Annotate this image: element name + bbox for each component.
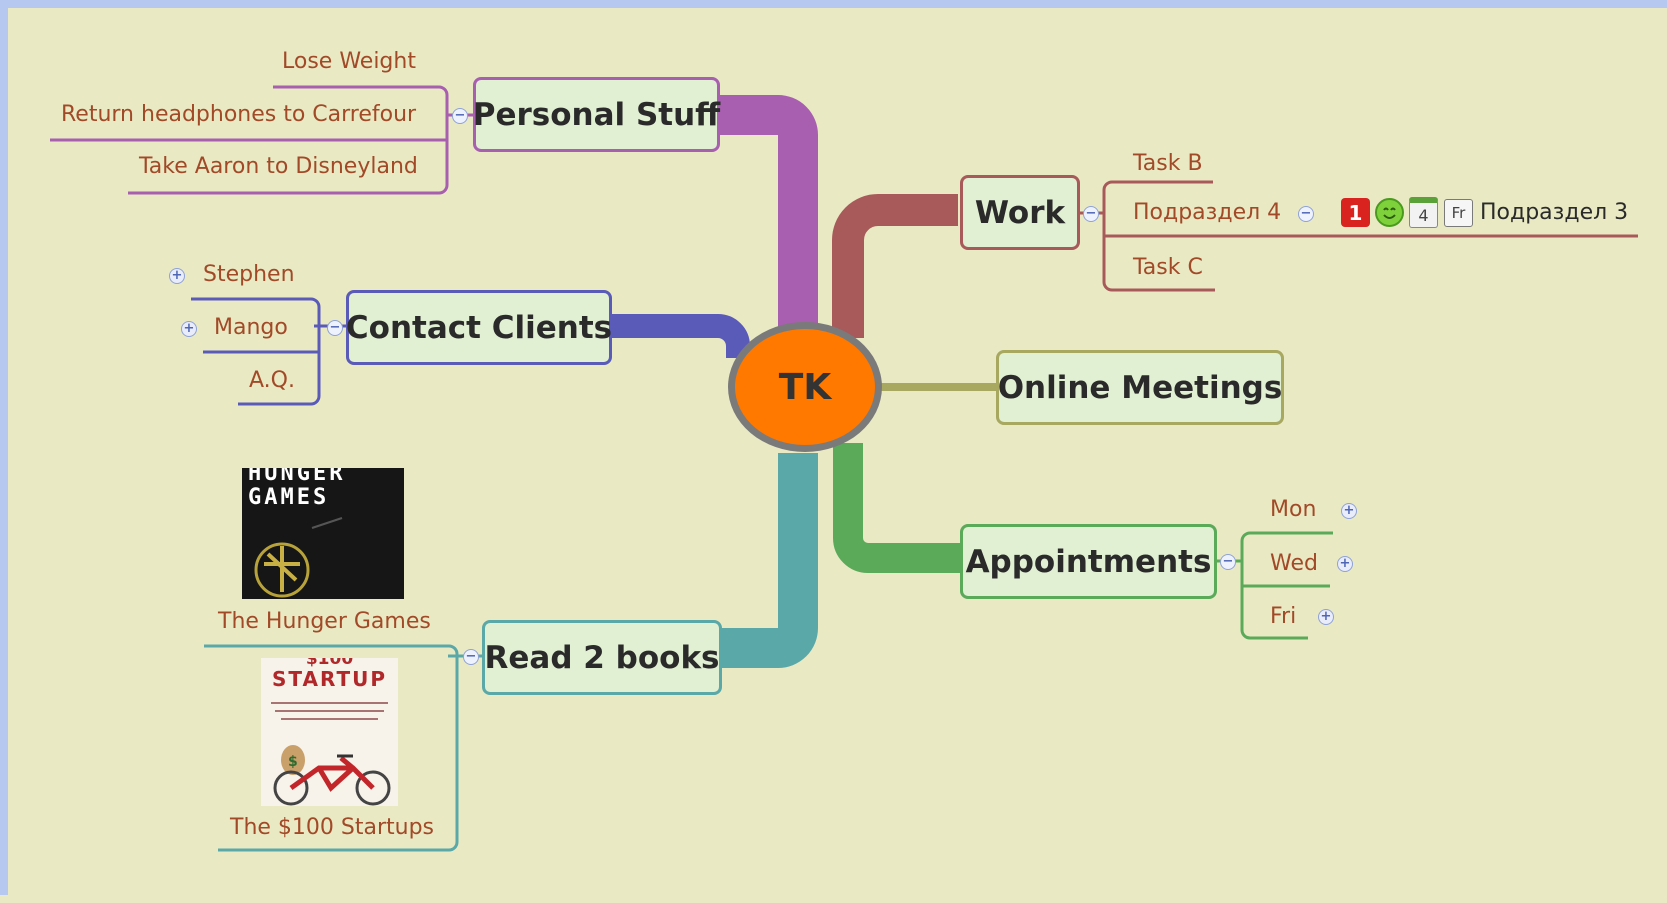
collapse-toggle-personal[interactable]: − <box>452 108 468 124</box>
subtopic-stephen[interactable]: Stephen <box>203 262 295 287</box>
subtopic-fri[interactable]: Fri <box>1270 604 1297 629</box>
subtopic-task-c[interactable]: Task C <box>1133 255 1203 280</box>
topic-appointments[interactable]: Appointments <box>960 524 1217 599</box>
subtopic-mango[interactable]: Mango <box>214 315 288 340</box>
hunger-games-cover-image <box>242 468 404 599</box>
subtopic-podrazdel-3[interactable]: Подраздел 3 <box>1480 200 1629 225</box>
topic-contact-clients[interactable]: Contact Clients <box>346 290 612 365</box>
collapse-toggle-work[interactable]: − <box>1083 206 1099 222</box>
branch-connector-appointments <box>833 443 960 573</box>
subtopic-hunger-games[interactable]: The Hunger Games <box>218 609 431 634</box>
subtopic-lose-weight[interactable]: Lose Weight <box>282 49 416 74</box>
topic-personal-stuff[interactable]: Personal Stuff <box>473 77 720 152</box>
collapse-toggle-appointments[interactable]: − <box>1220 554 1236 570</box>
collapse-toggle-clients[interactable]: − <box>327 320 343 336</box>
subtopic-podrazdel-4[interactable]: Подраздел 4 <box>1133 200 1282 225</box>
subtopic-100-startups[interactable]: The $100 Startups <box>230 815 435 840</box>
expand-toggle-fri[interactable]: + <box>1318 609 1334 625</box>
expand-toggle-wed[interactable]: + <box>1337 556 1353 572</box>
topic-work[interactable]: Work <box>960 175 1080 250</box>
expand-toggle-mango[interactable]: + <box>181 321 197 337</box>
book-cover-100-startup[interactable]: $100 STARTUP $ <box>261 658 398 806</box>
weekday-icon: Fr <box>1444 199 1473 227</box>
hunger-games-cover-title: HUNGER GAMES <box>248 468 346 510</box>
collapse-toggle-books[interactable]: − <box>463 649 479 665</box>
branch-connector-work <box>832 194 958 338</box>
central-topic[interactable]: TK <box>728 322 882 452</box>
startup-cover-title: STARTUP <box>271 667 387 691</box>
connector-layer <box>50 85 1638 852</box>
subtopic-return-headphones[interactable]: Return headphones to Carrefour <box>61 102 417 127</box>
subtopic-aq[interactable]: A.Q. <box>249 368 295 393</box>
topic-online-meetings[interactable]: Online Meetings <box>996 350 1284 425</box>
expand-toggle-mon[interactable]: + <box>1341 503 1357 519</box>
startup-cover-image: $ <box>271 702 391 806</box>
priority-1-icon: 1 <box>1341 198 1370 227</box>
subtopic-task-b[interactable]: Task B <box>1133 151 1203 176</box>
branch-connector-clients <box>608 314 750 358</box>
book-cover-hunger-games[interactable]: HUNGER GAMES <box>242 468 404 599</box>
branch-connector-books <box>718 453 818 668</box>
branch-connector-personal <box>718 95 818 338</box>
svg-text:$: $ <box>288 754 298 770</box>
expand-toggle-stephen[interactable]: + <box>169 268 185 284</box>
topic-read-2-books[interactable]: Read 2 books <box>482 620 722 695</box>
collapse-toggle-podrazdel-4[interactable]: − <box>1298 206 1314 222</box>
subtopic-mon[interactable]: Mon <box>1270 497 1317 522</box>
subtopic-wed[interactable]: Wed <box>1270 551 1318 576</box>
smiley-icon <box>1375 198 1404 227</box>
subtopic-take-aaron[interactable]: Take Aaron to Disneyland <box>139 154 418 179</box>
startup-cover-price: $100 <box>305 658 354 669</box>
calendar-day-icon: 4 <box>1409 197 1438 228</box>
